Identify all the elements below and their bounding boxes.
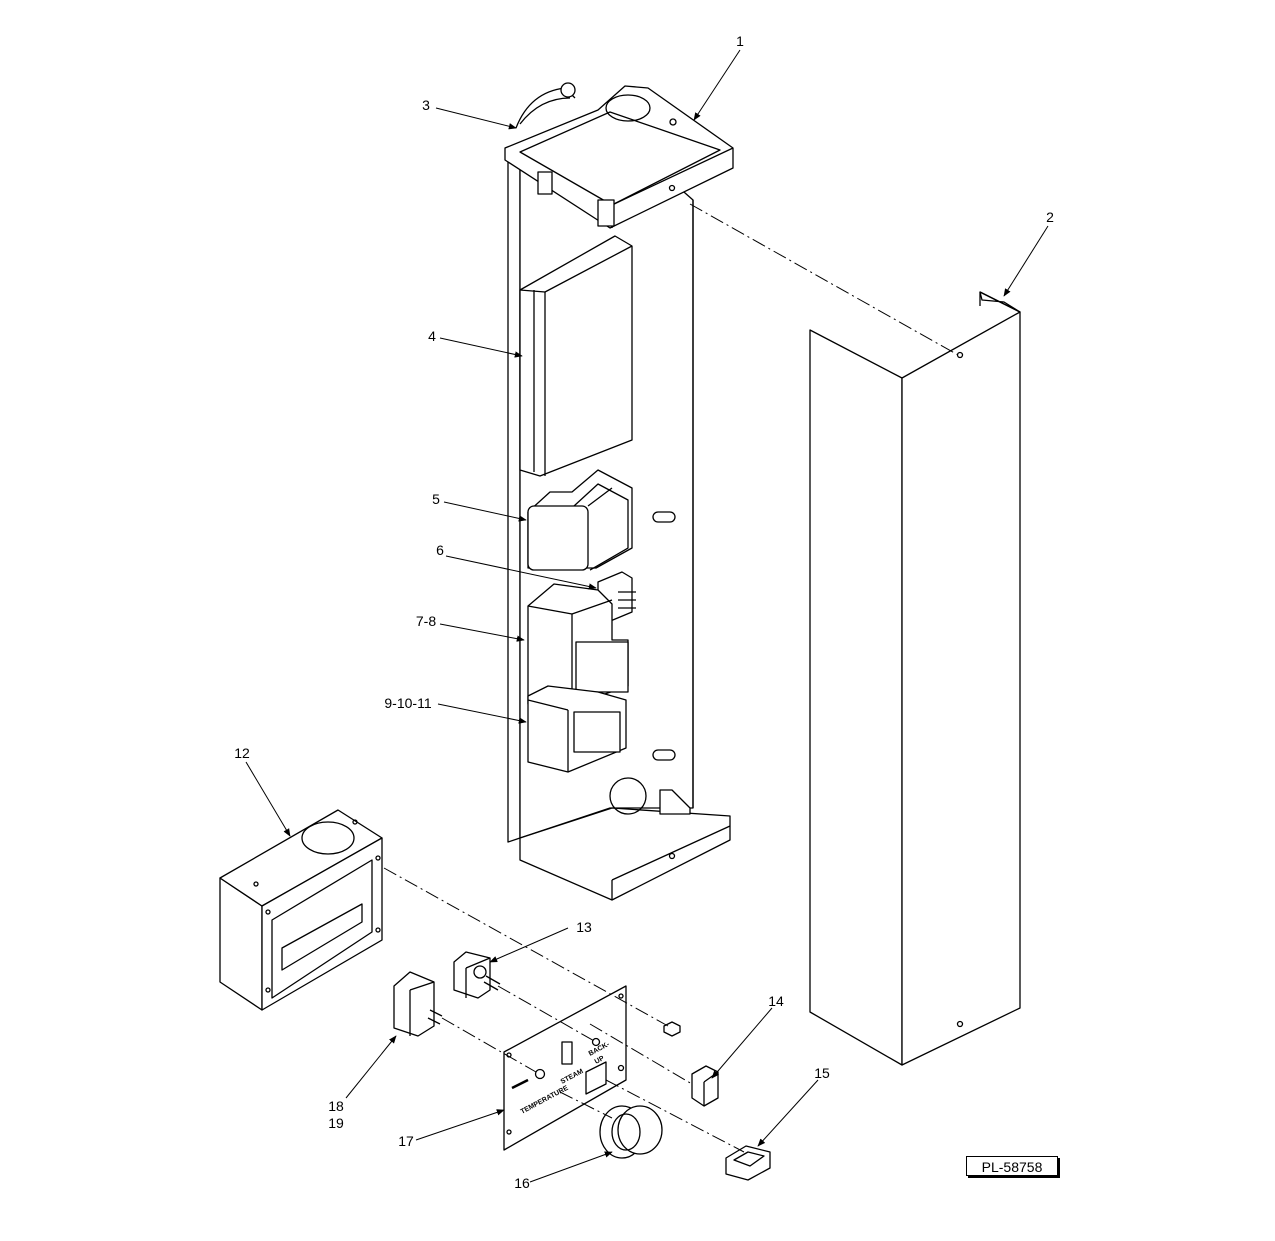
callout-15: 15 [814,1065,830,1081]
relay [527,685,627,773]
chassis-bottom-hole [609,777,647,815]
top-cover-hole [605,94,651,122]
contactor [527,583,629,705]
callout-18: 18 [328,1098,344,1114]
panel-steam-slot [561,1041,573,1065]
chassis-slot [652,511,676,523]
callout-1: 1 [736,33,744,49]
callout-14: 14 [768,993,784,1009]
circuit-board [519,235,633,477]
callout-13: 13 [576,919,592,935]
callout-17: 17 [398,1133,414,1149]
indicator-light [599,1105,663,1159]
control-box [219,809,383,1011]
toggle-switch [453,951,501,999]
callout-5: 5 [432,491,440,507]
thermostat-knob-block [393,971,443,1037]
panel-label-backup-2: UP [594,1055,606,1066]
callout-16: 16 [514,1175,530,1191]
callout-4: 4 [428,328,436,344]
rocker-switch [691,1065,719,1107]
chassis-slot [652,749,676,761]
callout-6: 6 [436,542,444,558]
assembly-lines [383,203,959,1153]
callout-3: 3 [422,97,430,113]
screw [663,1021,681,1037]
transformer [527,469,633,571]
leader-lines [245,49,1049,1183]
callout-7-8: 7-8 [416,613,436,629]
side-cover [809,291,1021,1066]
callout-9-10-11: 9-10-11 [384,695,431,711]
buzzer-component [725,1145,771,1181]
callout-19: 19 [328,1115,344,1131]
callout-12: 12 [234,745,250,761]
callout-2: 2 [1046,209,1054,225]
drawing-number-label: PL-58758 [966,1156,1058,1176]
